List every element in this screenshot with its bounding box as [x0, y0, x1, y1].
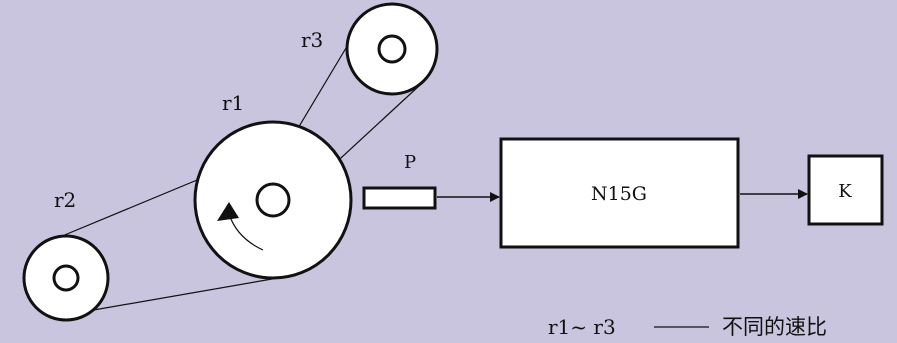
pulley-r3: [345, 2, 439, 96]
label-p: P: [404, 152, 416, 173]
pulley-r3-hub: [377, 34, 407, 64]
legend: r1~ r3 不同的速比: [548, 315, 827, 339]
legend-symbol: r1~ r3: [548, 315, 616, 339]
pulley-r2-hub: [52, 264, 80, 292]
output-k: K: [807, 154, 884, 226]
sensor-p: P: [362, 152, 437, 210]
controller-n15g-box: [499, 137, 740, 249]
pulley-r1-hub: [255, 182, 291, 218]
output-k-box: [807, 154, 884, 226]
label-r2: r2: [54, 188, 76, 212]
rotation-arrowhead: [217, 202, 239, 221]
sensor-p-box: [362, 186, 437, 210]
belt-r1-r2-lower: [64, 278, 273, 316]
label-r1: r1: [222, 91, 244, 115]
legend-text: 不同的速比: [722, 315, 827, 339]
label-r3: r3: [301, 28, 323, 52]
pulley-r1: [193, 120, 353, 280]
pulley-r2: [22, 234, 110, 322]
label-k: K: [838, 181, 852, 202]
label-n15g: N15G: [591, 183, 647, 205]
controller-n15g: N15G: [499, 137, 740, 249]
